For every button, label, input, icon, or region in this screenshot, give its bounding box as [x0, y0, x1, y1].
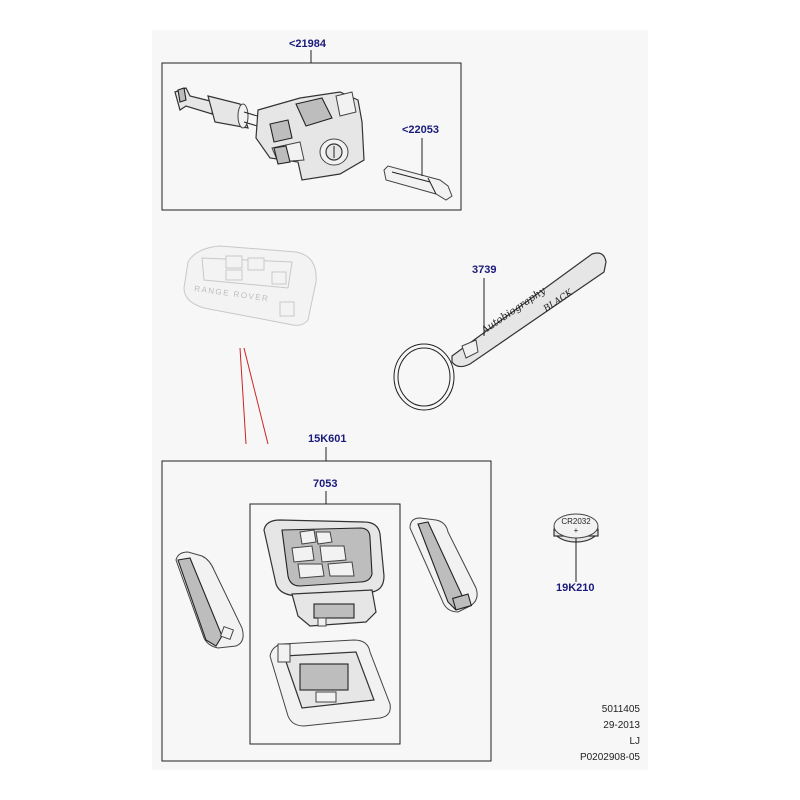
battery-polarity-text: + — [574, 526, 579, 535]
red-leader-right — [243, 347, 269, 445]
emergency-key-blade[interactable] — [383, 165, 453, 201]
right-housing-cover[interactable] — [409, 517, 478, 613]
callout-keyring: 3739 — [472, 264, 497, 276]
battery-model-text: CR2032 — [561, 517, 591, 526]
stamp-line-2: 29-2013 — [603, 720, 640, 731]
callout-battery: 19K210 — [556, 582, 595, 594]
transmitter-box — [249, 503, 401, 745]
callout-remote-kit: 15K601 — [308, 433, 347, 445]
stamp-line-1: 5011405 — [601, 704, 640, 715]
red-leader-left — [239, 347, 247, 445]
lock-barrel-assembly[interactable] — [174, 87, 365, 181]
transmitter-unit[interactable] — [263, 519, 385, 627]
key-fob-reference: RANGE ROVER — [183, 245, 317, 326]
stamp-line-4: P0202908-05 — [579, 752, 640, 763]
keyring-fob[interactable]: Autobiography BLACK — [393, 252, 607, 411]
lower-housing-base[interactable] — [269, 639, 391, 727]
stamp-line-3: LJ — [629, 736, 640, 747]
callout-transmitter: 7053 — [313, 478, 338, 490]
callout-lock-assembly: <21984 — [289, 38, 327, 50]
callout-key-blade: <22053 — [402, 124, 440, 136]
left-housing-cover[interactable] — [175, 551, 244, 649]
coin-battery[interactable]: CR2032 + — [553, 513, 599, 543]
